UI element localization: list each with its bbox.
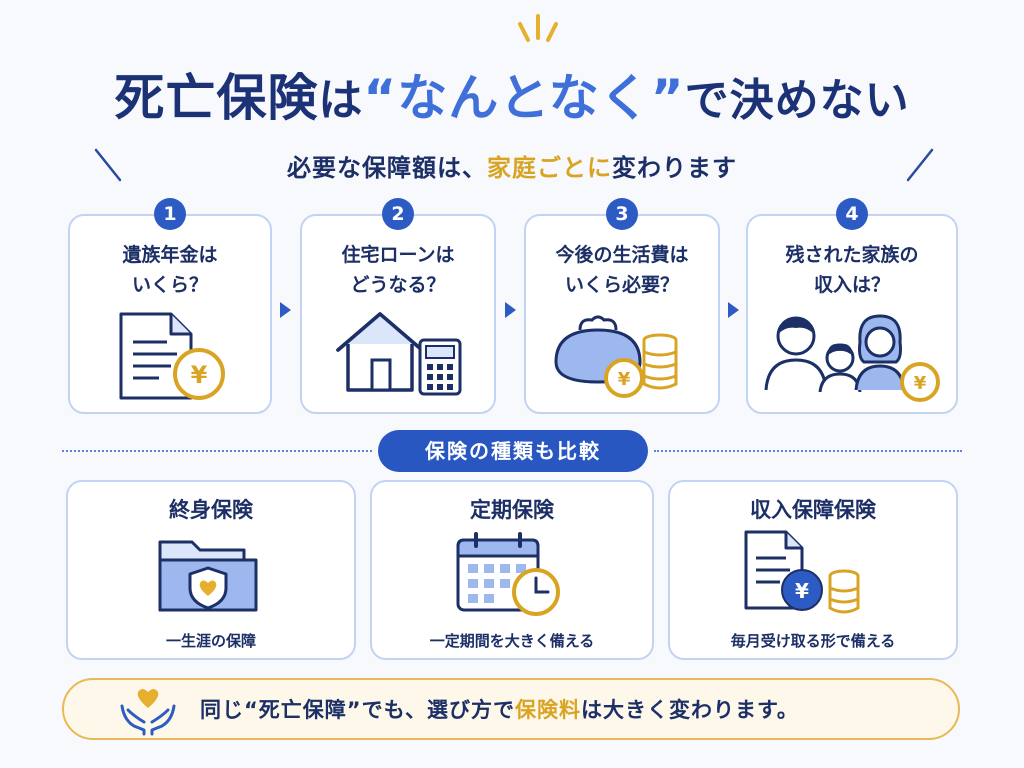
- type-sub-3: 毎月受け取る形で備える: [730, 632, 896, 650]
- step-number-4: 4: [836, 198, 868, 230]
- svg-text:¥: ¥: [914, 373, 927, 394]
- type-sub-2: 一定期間を大きく備える: [429, 632, 595, 650]
- step-number-3: 3: [606, 198, 638, 230]
- step-arrow-1: [280, 302, 291, 318]
- banner-text-part2: は大きく変わります。: [580, 698, 799, 722]
- type-title-3: 収入保障保険: [750, 498, 876, 522]
- document-coins-icon: ¥: [744, 530, 860, 614]
- step-2-line2: どうなる？: [350, 274, 446, 296]
- subtitle-part1: 必要な保障額は、: [287, 154, 487, 182]
- step-2-line1: 住宅ローンは: [341, 244, 455, 266]
- type-title-1: 終身保険: [169, 498, 253, 522]
- banner-text-highlight: 保険料: [514, 698, 581, 722]
- calendar-clock-icon: [456, 532, 560, 616]
- purse-coins-icon: ¥: [554, 315, 678, 398]
- title-part4: で決めない: [684, 75, 910, 126]
- title-part2: は: [318, 75, 364, 126]
- step-1-line2: いくら？: [131, 274, 208, 296]
- step-arrow-2: [505, 302, 516, 318]
- divider-left: [62, 450, 372, 452]
- banner-text: 同じ“死亡保障”でも、選び方で保険料は大きく変わります。: [200, 694, 799, 724]
- left-slash-decoration: [94, 148, 122, 182]
- divider-right: [654, 450, 962, 452]
- type-card-income: [668, 480, 958, 660]
- svg-text:¥: ¥: [618, 369, 631, 390]
- compare-pill: 保険の種類も比較: [378, 430, 648, 472]
- right-slash-decoration: [906, 148, 934, 182]
- step-4-line2: 収入は？: [813, 274, 890, 296]
- bottom-banner: [62, 678, 960, 740]
- page-subtitle: 必要な保障額は、家庭ごとに変わります: [0, 148, 1024, 183]
- svg-text:¥: ¥: [795, 579, 809, 603]
- step-arrow-3: [728, 302, 739, 318]
- step-3-line1: 今後の生活費は: [555, 244, 689, 266]
- title-quoted: “なんとなく”: [363, 69, 685, 127]
- family-yen-icon: ¥: [764, 314, 940, 402]
- house-calculator-icon: [336, 312, 462, 396]
- svg-text:¥: ¥: [191, 361, 208, 389]
- step-text-2: 住宅ローンは どうなる？: [300, 240, 496, 300]
- type-sub-1: 一生涯の保障: [165, 632, 256, 650]
- folder-shield-icon: [158, 540, 258, 612]
- title-part1: 死亡保険: [114, 69, 319, 127]
- step-1-line1: 遺族年金は: [122, 244, 218, 266]
- page-title: 死亡保険は“なんとなく”で決めない: [0, 58, 1024, 130]
- step-number-1: 1: [154, 198, 186, 230]
- step-4-line1: 残された家族の: [785, 244, 919, 266]
- step-text-4: 残された家族の 収入は？: [746, 240, 958, 300]
- document-yen-icon: ¥: [119, 312, 225, 400]
- step-text-1: 遺族年金は いくら？: [68, 240, 272, 300]
- type-title-2: 定期保険: [470, 498, 554, 522]
- step-number-2: 2: [382, 198, 414, 230]
- step-3-line2: いくら必要？: [564, 274, 679, 296]
- banner-text-part1: 同じ“死亡保障”でも、選び方で: [200, 698, 515, 722]
- step-text-3: 今後の生活費は いくら必要？: [524, 240, 720, 300]
- subtitle-highlight: 家庭ごとに: [487, 154, 612, 182]
- sparkle-icon: [518, 14, 558, 42]
- hands-heart-icon: [120, 689, 176, 736]
- subtitle-part2: 変わります: [612, 154, 737, 182]
